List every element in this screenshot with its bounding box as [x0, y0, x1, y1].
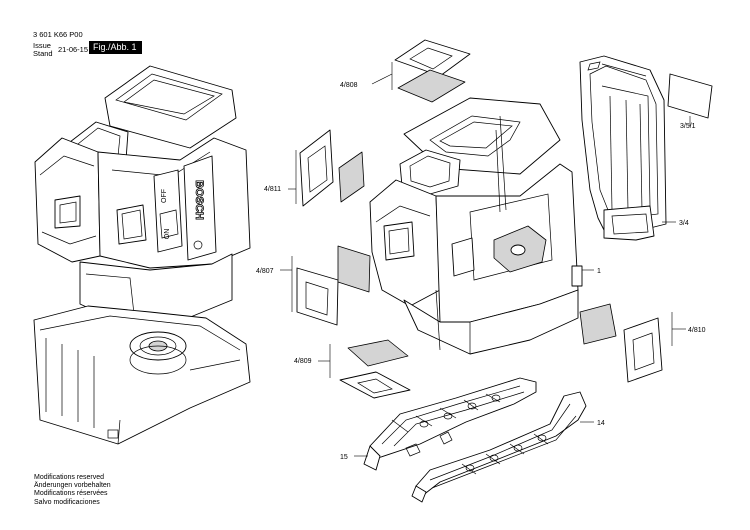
stand-label: Stand [33, 49, 53, 58]
part-number: 3 601 K66 P00 [33, 30, 83, 39]
bosch-logo-text: BOSCH [193, 180, 205, 220]
part-3-5-1 [667, 73, 713, 119]
callout-4-807: 4/807 [256, 268, 274, 275]
footer-line: Salvo modificaciones [34, 498, 100, 506]
callout-15: 15 [340, 454, 348, 461]
part-1-housing [369, 97, 583, 355]
footer-line: Modifications reserved [34, 474, 105, 481]
on-label: ON [164, 229, 171, 240]
callout-3-5-1: 3/5/1 [680, 123, 696, 130]
footer-line: Änderungen vorbehalten [34, 482, 111, 490]
part-3-4-side-cover [579, 55, 667, 241]
issue-label: Issue [33, 41, 51, 50]
callout-4-810: 4/810 [688, 327, 706, 334]
part-4-811 [299, 129, 365, 207]
part-4-808 [394, 39, 471, 103]
callout-4-808: 4/808 [340, 82, 358, 89]
part-4-810 [579, 303, 663, 383]
off-label: OFF [161, 189, 168, 203]
callout-3-4: 3/4 [679, 220, 689, 227]
modifications-notice: Modifications reserved Änderungen vorbeh… [34, 474, 111, 507]
callout-1: 1 [597, 268, 601, 275]
callout-14: 14 [597, 420, 605, 427]
issue-date: 21-06-15 [58, 45, 89, 54]
part-4-809 [339, 339, 411, 399]
callout-4-811: 4/811 [264, 186, 281, 193]
part-4-807 [296, 245, 371, 326]
part-14-rail [411, 391, 587, 503]
footer-line: Modifications réservées [34, 490, 108, 498]
assembled-tool-drawing: OFF ON BOSCH [33, 65, 251, 445]
callout-4-809: 4/809 [294, 358, 312, 365]
part-15-rail [363, 377, 537, 471]
figure-badge: Fig./Abb. 1 [89, 41, 142, 54]
bosch-logo-emblem [193, 240, 203, 250]
